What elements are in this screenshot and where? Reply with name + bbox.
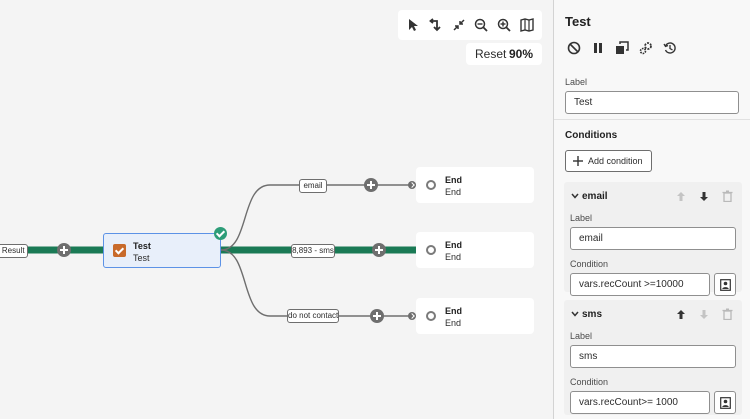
test-node-subtitle: Test	[133, 253, 150, 263]
label-caption: Label	[565, 77, 588, 87]
end-node-title: End	[445, 175, 462, 185]
map-icon[interactable]	[517, 15, 537, 35]
zoom-out-icon[interactable]	[471, 15, 491, 35]
condition-label-input[interactable]	[570, 345, 736, 368]
delete-icon[interactable]	[718, 305, 736, 323]
condition-expression-input[interactable]	[570, 391, 710, 414]
chevron-down-icon[interactable]	[570, 191, 580, 201]
arrow-right-icon	[408, 181, 416, 189]
add-condition-label: Add condition	[588, 156, 643, 166]
condition-expression-caption: Condition	[570, 377, 609, 387]
condition-name: email	[582, 190, 608, 202]
delete-icon[interactable]	[718, 187, 736, 205]
expression-editor-button[interactable]	[714, 273, 736, 296]
condition-card-email: email Label Condition	[564, 182, 742, 296]
end-node-title: End	[445, 240, 462, 250]
condition-card-sms: sms Label Condition	[564, 300, 742, 415]
dnc-connector	[220, 249, 416, 317]
condition-label-input[interactable]	[570, 227, 736, 250]
end-icon	[426, 311, 436, 321]
end-node-title: End	[445, 306, 462, 316]
condition-expression-row	[570, 273, 736, 296]
success-check-icon	[214, 227, 227, 240]
conditions-title: Conditions	[565, 130, 618, 141]
expression-editor-button[interactable]	[714, 391, 736, 414]
end-node-sms[interactable]: End End	[416, 232, 534, 268]
test-node-title: Test	[133, 241, 151, 251]
zoom-in-icon[interactable]	[494, 15, 514, 35]
end-node-subtitle: End	[445, 318, 462, 328]
condition-label-caption: Label	[570, 331, 593, 341]
stop-icon[interactable]	[565, 39, 583, 57]
panel-header: Test Label	[554, 0, 750, 120]
condition-tools	[672, 187, 736, 205]
add-condition-button[interactable]: Add condition	[565, 150, 652, 172]
move-down-icon[interactable]	[695, 305, 713, 323]
canvas-toolbar	[398, 10, 542, 40]
zoom-level: 90%	[508, 47, 533, 61]
branch-label-email: email	[299, 179, 327, 193]
pause-icon[interactable]	[589, 39, 607, 57]
pointer-icon[interactable]	[403, 15, 423, 35]
condition-expression-row	[570, 391, 736, 414]
condition-label-caption: Label	[570, 213, 593, 223]
rearrange-icon[interactable]	[426, 15, 446, 35]
condition-header: email	[570, 182, 736, 210]
panel-title: Test	[565, 14, 591, 29]
arrow-right-icon	[408, 312, 416, 320]
collapse-icon[interactable]	[449, 15, 469, 35]
branch-label-sms: 8,893 - sms	[291, 244, 335, 258]
end-node-dnc[interactable]: End End	[416, 298, 534, 334]
move-up-icon[interactable]	[672, 305, 690, 323]
panel-actions	[565, 39, 739, 57]
end-icon	[426, 180, 436, 190]
condition-expression-input[interactable]	[570, 273, 710, 296]
condition-tools	[672, 305, 736, 323]
add-activity-button[interactable]	[57, 243, 71, 257]
label-input[interactable]	[565, 91, 739, 114]
email-connector	[220, 184, 416, 251]
expression-editor-icon	[719, 396, 731, 409]
history-icon[interactable]	[661, 39, 679, 57]
add-activity-button[interactable]	[372, 243, 386, 257]
chevron-down-icon[interactable]	[570, 309, 580, 319]
add-activity-button[interactable]	[370, 309, 384, 323]
workflow-canvas[interactable]: - Result Test Test email End End 8,893 -…	[0, 0, 553, 419]
condition-name: sms	[582, 308, 603, 320]
plus-icon	[573, 156, 583, 166]
conditions-section: Conditions Add condition	[554, 120, 750, 172]
condition-header: sms	[570, 300, 736, 328]
end-node-subtitle: End	[445, 187, 462, 197]
end-icon	[426, 245, 436, 255]
test-activity-node[interactable]: Test Test	[103, 233, 221, 268]
end-node-subtitle: End	[445, 252, 462, 262]
expression-editor-icon	[719, 278, 731, 291]
zoom-reset-button[interactable]: Reset	[475, 47, 507, 61]
condition-expression-caption: Condition	[570, 259, 609, 269]
incoming-result-label: - Result	[0, 244, 28, 258]
settings-icon[interactable]	[637, 39, 655, 57]
move-down-icon[interactable]	[695, 187, 713, 205]
zoom-control: Reset 90%	[466, 43, 542, 65]
end-node-email[interactable]: End End	[416, 167, 534, 203]
add-activity-button[interactable]	[364, 178, 378, 192]
test-activity-icon	[113, 244, 126, 257]
branch-label-dnc: do not contact	[287, 309, 339, 323]
copy-icon[interactable]	[613, 39, 631, 57]
move-up-icon[interactable]	[672, 187, 690, 205]
